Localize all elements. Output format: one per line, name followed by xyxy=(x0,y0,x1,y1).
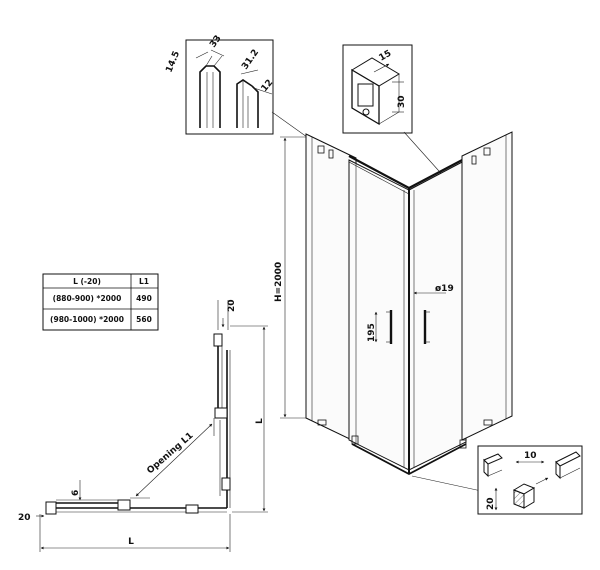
table-cell-size-2: (980-1000) *2000 xyxy=(50,315,124,324)
rail-dim-30: 30 xyxy=(397,95,407,108)
plan-offset-label: 6 xyxy=(71,490,81,496)
plan-bottom-length-label: L xyxy=(128,537,134,547)
plan-view: 20 20 6 xyxy=(18,299,268,552)
profile-detail: 14.5 33 31.2 12 xyxy=(165,34,275,135)
table-cell-l1-1: 490 xyxy=(136,294,152,303)
corner-detail: 10 20 xyxy=(477,445,583,515)
plan-opening-label: Opening L1 xyxy=(145,431,195,476)
height-label: H=2000 xyxy=(274,262,284,302)
handle-diameter-label: ø19 xyxy=(435,284,454,294)
profile-dim-14-5: 14.5 xyxy=(165,50,183,74)
corner-profile xyxy=(483,451,581,480)
handle-length-label: 195 xyxy=(367,323,377,342)
right-fixed-panel xyxy=(461,131,513,441)
table-header-l: L (-20) xyxy=(73,277,101,286)
opening-dimension-line xyxy=(135,423,213,497)
plan-side-gap-label: 20 xyxy=(18,513,31,523)
rail-profile xyxy=(351,57,404,126)
corner-leader xyxy=(411,475,487,493)
left-sliding-door xyxy=(348,159,410,471)
table-header-l1: L1 xyxy=(139,277,149,286)
right-door-handle xyxy=(423,310,430,344)
table-cell-l1-2: 560 xyxy=(136,315,152,324)
u-profile xyxy=(199,55,223,128)
right-sliding-door xyxy=(408,159,467,471)
corner-dim-20: 20 xyxy=(486,497,496,510)
left-door-handle xyxy=(386,310,393,344)
table-cell-size-1: (880-900) *2000 xyxy=(53,294,122,303)
corner-block xyxy=(512,483,536,509)
plan-bottom-panels xyxy=(45,497,227,515)
size-table: L (-20) L1 (880-900) *2000 490 (980-1000… xyxy=(42,273,159,331)
size-table-frame xyxy=(42,273,159,331)
rail-detail: 15 30 xyxy=(342,44,413,134)
plan-right-side-panels xyxy=(213,333,231,508)
enclosure-elevation: H=2000 xyxy=(274,131,513,493)
rail-leader xyxy=(403,131,448,181)
plan-side-length-label: L xyxy=(255,418,265,424)
plan-top-gap-label: 20 xyxy=(227,299,237,312)
corner-dim-10: 10 xyxy=(524,451,537,461)
